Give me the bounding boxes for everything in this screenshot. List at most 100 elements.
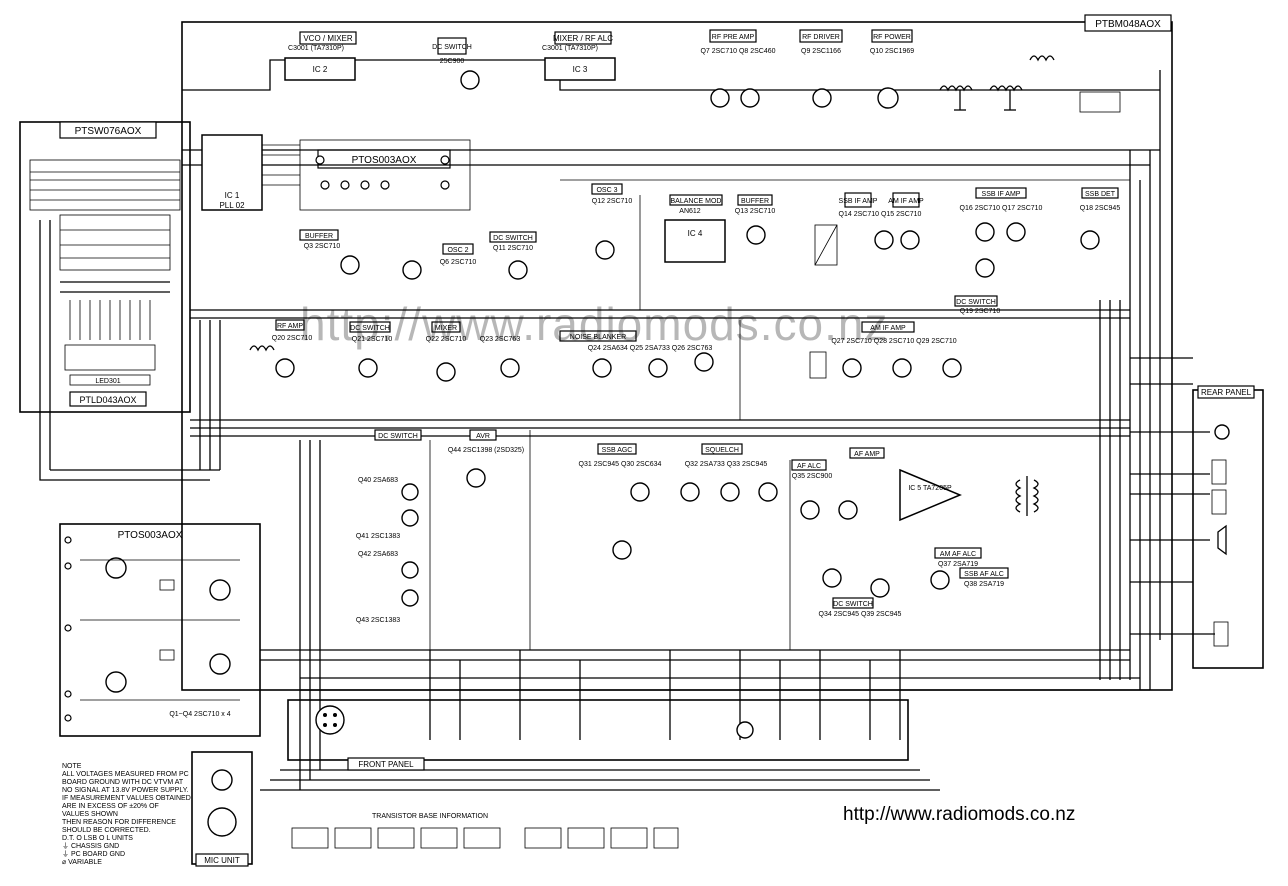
note-line: THEN REASON FOR DIFFERENCE xyxy=(62,819,176,826)
svg-text:MIXER: MIXER xyxy=(435,325,457,332)
svg-text:TRANSISTOR BASE INFORMATION: TRANSISTOR BASE INFORMATION xyxy=(372,813,488,820)
svg-text:IC 4: IC 4 xyxy=(688,229,703,238)
osc2-block: OSC 2 Q6 2SC710 xyxy=(402,243,477,280)
svg-text:Q6 2SC710: Q6 2SC710 xyxy=(440,259,477,266)
svg-text:PTOS003AOX: PTOS003AOX xyxy=(118,530,183,541)
svg-text:Q44 2SC1398 (2SD325): Q44 2SC1398 (2SD325) xyxy=(448,447,524,454)
balance-mod-block: BALANCE MOD AN612 IC 4 xyxy=(664,194,726,263)
ssb-af-alc-block: SSB AF ALC Q38 2SA719 xyxy=(930,567,1009,590)
svg-text:PTOS003AOX: PTOS003AOX xyxy=(352,155,417,166)
svg-text:Q42 2SA683: Q42 2SA683 xyxy=(358,551,398,558)
svg-text:OSC 2: OSC 2 xyxy=(447,247,468,254)
svg-text:AN612: AN612 xyxy=(679,208,701,215)
svg-text:Q35 2SC900: Q35 2SC900 xyxy=(792,473,833,480)
rf-driver-block: RF DRIVER Q9 2SC1166 xyxy=(799,29,843,108)
svg-text:RF PRE AMP: RF PRE AMP xyxy=(712,34,755,41)
af-alc-block: AF ALC Q35 2SC900 xyxy=(791,459,858,520)
audio-output-transformer xyxy=(1015,476,1039,516)
signal-buses xyxy=(39,59,1215,791)
svg-text:IC 3: IC 3 xyxy=(573,65,588,74)
svg-text:C3001 (TA7310P): C3001 (TA7310P) xyxy=(288,45,344,52)
svg-text:Q24 2SA634 Q25 2SA733 Q26 2S: Q24 2SA634 Q25 2SA733 Q26 2SC763 xyxy=(588,345,713,352)
svg-text:Q43 2SC1383: Q43 2SC1383 xyxy=(356,617,400,624)
svg-text:PTLD043AOX: PTLD043AOX xyxy=(79,395,136,405)
note-line: ⏚ PC BOARD GND xyxy=(62,850,125,858)
svg-text:IC 5 TA7205P: IC 5 TA7205P xyxy=(908,485,952,492)
svg-text:SSB IF AMP: SSB IF AMP xyxy=(839,198,878,205)
ssb-am-if-amp-left-block: SSB IF AMP AM IF AMP Q14 2SC710 Q15 2SC7… xyxy=(839,192,924,250)
svg-text:VCO / MIXER: VCO / MIXER xyxy=(303,34,353,43)
noise-blanker-block: NOISE BLANKER Q24 2SA634 Q25 2SA733 Q26 … xyxy=(559,330,714,378)
dc-switch-bottom-block: DC SWITCH Q34 2SC945 Q39 2SC945 xyxy=(819,568,902,618)
board-title-switch: PTSW076AOX xyxy=(59,121,157,139)
svg-text:Q14 2SC710 Q15 2SC710: Q14 2SC710 Q15 2SC710 xyxy=(839,211,922,218)
svg-text:Q21 2SC710: Q21 2SC710 xyxy=(352,336,393,343)
svg-text:Q12 2SC710: Q12 2SC710 xyxy=(592,198,633,205)
pll-ic1-block: IC 1 PLL 02 xyxy=(201,134,300,211)
note-line: ⏚ CHASSIS GND xyxy=(62,842,119,850)
osc3-block: OSC 3 Q12 2SC710 xyxy=(591,183,633,260)
svg-text:DC SWITCH: DC SWITCH xyxy=(833,601,873,608)
watermark-text: http://www.radiomods.co.nz xyxy=(300,298,888,350)
svg-text:OSC 3: OSC 3 xyxy=(596,187,617,194)
svg-text:AM AF ALC: AM AF ALC xyxy=(940,551,976,558)
svg-text:Q37 2SA719: Q37 2SA719 xyxy=(938,561,978,568)
svg-text:DC SWITCH: DC SWITCH xyxy=(956,299,996,306)
switch-board: LED301 xyxy=(29,159,181,386)
dc-switch-q11-block: DC SWITCH Q11 2SC710 xyxy=(489,231,537,280)
svg-text:PTBM048AOX: PTBM048AOX xyxy=(1095,19,1161,30)
svg-text:AM IF AMP: AM IF AMP xyxy=(870,325,906,332)
svg-text:PTSW076AOX: PTSW076AOX xyxy=(75,126,142,137)
svg-text:Q11 2SC710: Q11 2SC710 xyxy=(493,245,533,252)
svg-text:AF AMP: AF AMP xyxy=(854,451,880,458)
svg-text:DC SWITCH: DC SWITCH xyxy=(350,325,390,332)
svg-text:Q27 2SC710 Q28 2SC710 Q29 2S: Q27 2SC710 Q28 2SC710 Q29 2SC710 xyxy=(831,338,956,345)
note-line: ⌀ VARIABLE xyxy=(62,859,102,866)
rf-pre-amp-block: RF PRE AMP Q7 2SC710 Q8 2SC460 xyxy=(700,29,776,108)
crystal-filter xyxy=(814,224,838,266)
svg-text:IC 1: IC 1 xyxy=(225,191,240,200)
svg-text:25C900: 25C900 xyxy=(440,58,465,65)
svg-text:BALANCE MOD: BALANCE MOD xyxy=(671,198,722,205)
svg-text:MIXER / RF ALC: MIXER / RF ALC xyxy=(553,34,613,43)
svg-text:IC 2: IC 2 xyxy=(313,65,328,74)
note-line: SHOULD BE CORRECTED. xyxy=(62,827,151,834)
buffer-q13-block: BUFFER Q13 2SC710 xyxy=(735,194,775,245)
svg-text:Q9 2SC1166: Q9 2SC1166 xyxy=(801,48,841,55)
svg-text:Q31 2SC945 Q30 2SC634: Q31 2SC945 Q30 2SC634 xyxy=(579,461,662,468)
svg-text:Q20 2SC710: Q20 2SC710 xyxy=(272,335,313,342)
osc-board: Q1~Q4 2SC710 x 4 xyxy=(64,536,240,722)
svg-text:SSB AGC: SSB AGC xyxy=(602,447,633,454)
svg-text:Q3 2SC710: Q3 2SC710 xyxy=(304,243,341,250)
af-amp-block: AF AMP IC 5 TA7205P xyxy=(849,447,962,522)
dc-switch-top-block: DC SWITCH 25C900 xyxy=(432,37,480,90)
svg-text:Q34 2SC945 Q39 2SC945: Q34 2SC945 Q39 2SC945 xyxy=(819,611,902,618)
dc-switch-lower-block: DC SWITCH Q40 2SA683 Q41 2SC1383 Q42 2SA… xyxy=(356,429,422,624)
note-line: NO SIGNAL AT 13.8V POWER SUPPLY. xyxy=(62,787,188,794)
svg-text:BUFFER: BUFFER xyxy=(305,233,333,240)
front-panel: FRONT PANEL xyxy=(315,705,754,771)
svg-text:AF ALC: AF ALC xyxy=(797,463,821,470)
rear-panel: REAR PANEL xyxy=(1197,385,1255,647)
ssb-det-block: SSB DET Q18 2SC945 xyxy=(1080,187,1120,250)
vco-mixer-block: VCO / MIXER C3001 (TA7310P) IC 2 xyxy=(284,31,357,81)
mixer-rf-alc-block: MIXER / RF ALC C3001 (TA7310P) IC 3 xyxy=(542,31,616,81)
note-line: VALUES SHOWN xyxy=(62,811,118,818)
dc-switch-q19-block: DC SWITCH Q19 2SC710 xyxy=(954,295,1001,315)
svg-text:Q19 2SC710: Q19 2SC710 xyxy=(960,308,1001,315)
note-line: ALL VOLTAGES MEASURED FROM PC xyxy=(62,771,189,778)
svg-text:NOISE BLANKER: NOISE BLANKER xyxy=(570,334,626,341)
svg-text:BUFFER: BUFFER xyxy=(741,198,769,205)
buffer-q3-block: BUFFER Q3 2SC710 xyxy=(299,229,360,275)
svg-text:REAR PANEL: REAR PANEL xyxy=(1201,388,1252,397)
board-title-led: PTLD043AOX xyxy=(69,391,147,407)
svg-text:Q40 2SA683: Q40 2SA683 xyxy=(358,477,398,484)
svg-text:FRONT PANEL: FRONT PANEL xyxy=(358,760,414,769)
svg-text:DC SWITCH: DC SWITCH xyxy=(493,235,533,242)
led-label: LED301 xyxy=(95,378,120,385)
rf-amp-block: RF AMP Q20 2SC710 xyxy=(249,319,313,378)
rf-output-filter xyxy=(939,55,1121,113)
svg-text:Q22 2SC710: Q22 2SC710 xyxy=(426,336,467,343)
svg-text:Q38 2SA719: Q38 2SA719 xyxy=(964,581,1004,588)
